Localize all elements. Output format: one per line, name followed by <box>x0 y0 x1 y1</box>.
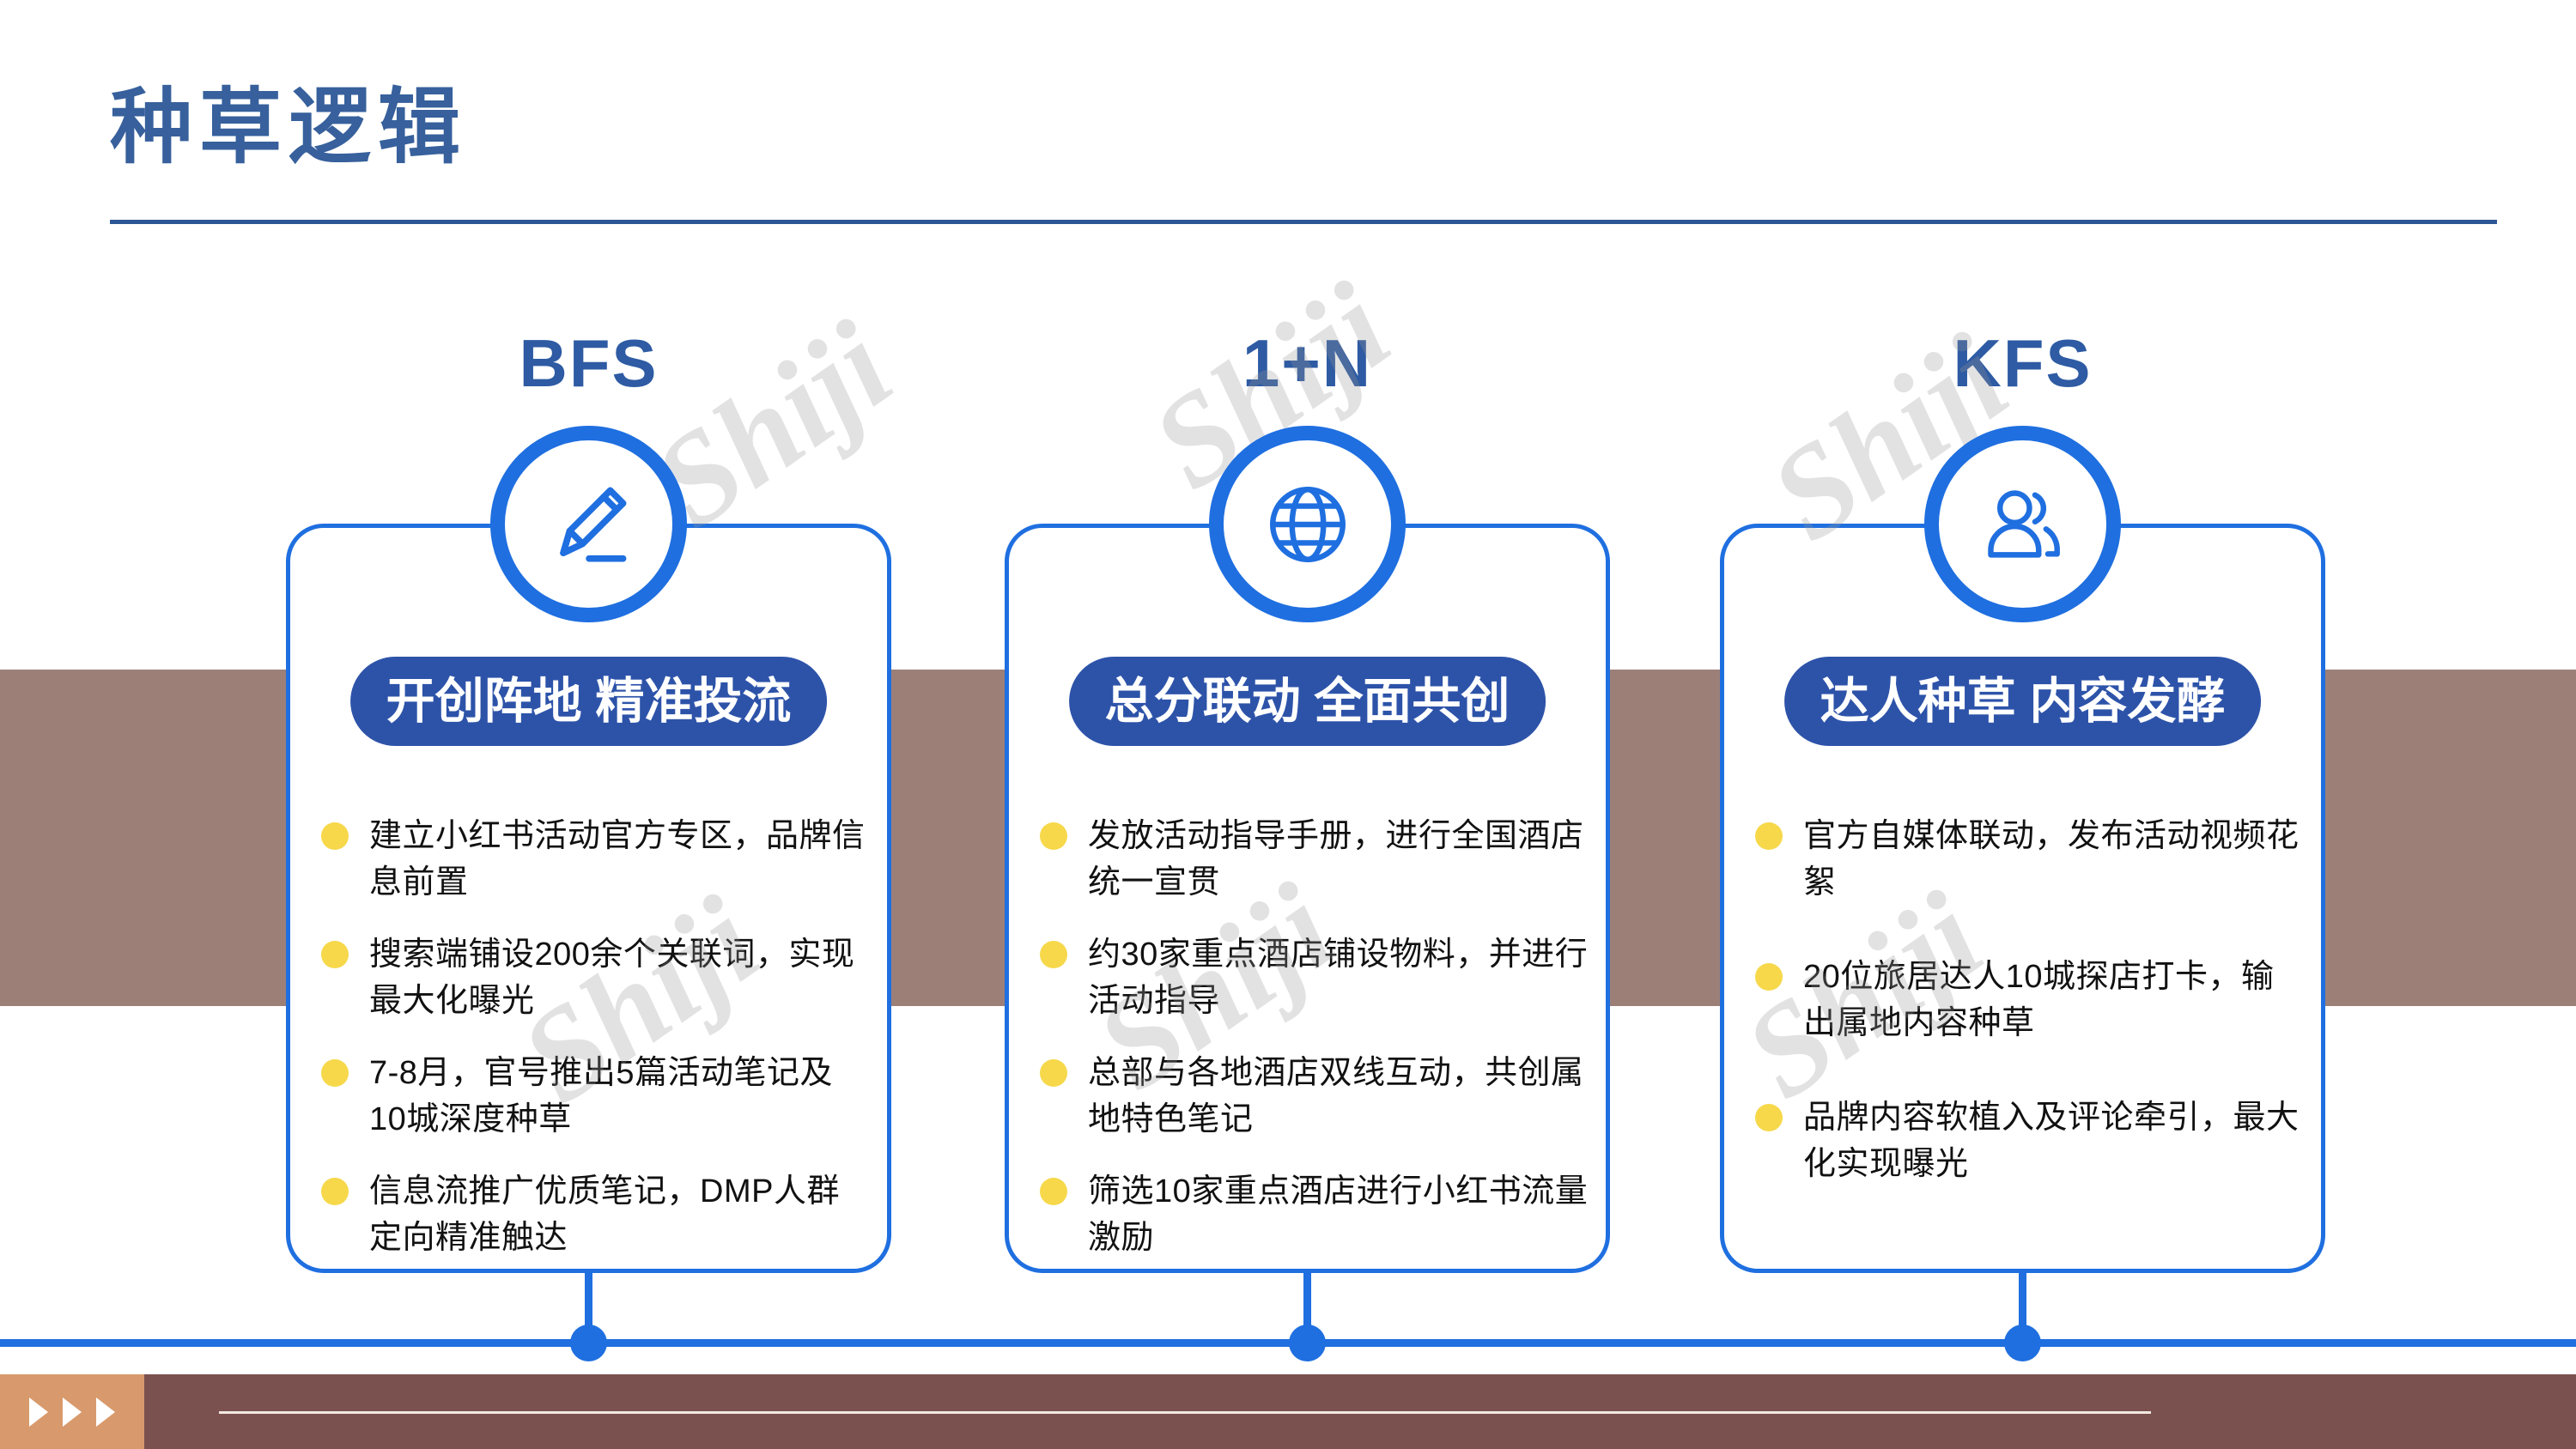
timeline-dot <box>2004 1325 2041 1361</box>
pill-header-bfs: 开创阵地 精准投流 <box>349 657 828 746</box>
icon-circle-kfs <box>1924 426 2121 622</box>
connector-line <box>2019 1273 2026 1343</box>
bullet-text: 7-8月，官号推出5篇活动笔记及10城深度种草 <box>369 1055 834 1137</box>
list-item: 品牌内容软植入及评论牵引，最大化实现曝光 <box>1748 1094 2304 1187</box>
card-bfs: 开创阵地 精准投流 建立小红书活动官方专区，品牌信息前置 搜索端铺设200余个关… <box>286 524 891 1273</box>
list-item: 搜索端铺设200余个关联词，实现最大化曝光 <box>314 931 870 1024</box>
bullet-dot <box>1755 1104 1783 1131</box>
pill-header-kfs: 达人种草 内容发酵 <box>1783 657 2262 746</box>
bullet-text: 信息流推广优质笔记，DMP人群定向精准触达 <box>369 1173 840 1256</box>
list-item: 发放活动指导手册，进行全国酒店统一宣贯 <box>1033 813 1589 906</box>
bullet-text: 建立小红书活动官方专区，品牌信息前置 <box>369 818 866 900</box>
bullet-text: 品牌内容软植入及评论牵引，最大化实现曝光 <box>1803 1100 2300 1182</box>
pencil-icon <box>538 474 640 575</box>
timeline-dot <box>1289 1325 1326 1361</box>
list-item: 信息流推广优质笔记，DMP人群定向精准触达 <box>314 1168 870 1261</box>
bullet-text: 筛选10家重点酒店进行小红书流量激励 <box>1088 1173 1589 1256</box>
arrow-right-icon <box>63 1397 82 1427</box>
card-1n: 总分联动 全面共创 发放活动指导手册，进行全国酒店统一宣贯 约30家重点酒店铺设… <box>1005 524 1610 1273</box>
bullet-list-bfs: 建立小红书活动官方专区，品牌信息前置 搜索端铺设200余个关联词，实现最大化曝光… <box>314 813 870 1287</box>
list-item: 7-8月，官号推出5篇活动笔记及10城深度种草 <box>314 1050 870 1143</box>
list-item: 建立小红书活动官方专区，品牌信息前置 <box>314 813 870 906</box>
bullet-dot <box>1040 1059 1067 1087</box>
globe-icon <box>1257 474 1358 575</box>
bullet-dot <box>321 1059 349 1087</box>
bullet-dot <box>1040 1178 1067 1205</box>
pill-header-1n: 总分联动 全面共创 <box>1068 657 1546 746</box>
bullet-text: 约30家重点酒店铺设物料，并进行活动指导 <box>1088 937 1589 1019</box>
bullet-dot <box>1040 941 1067 968</box>
arrow-right-icon <box>96 1397 115 1427</box>
list-item: 筛选10家重点酒店进行小红书流量激励 <box>1033 1168 1589 1261</box>
footer-bar <box>0 1374 2576 1449</box>
column-heading-kfs: KFS <box>1953 325 2093 401</box>
bullet-dot <box>1040 822 1067 850</box>
card-kfs: 达人种草 内容发酵 官方自媒体联动，发布活动视频花絮 20位旅居达人10城探店打… <box>1720 524 2325 1273</box>
column-heading-1n: 1+N <box>1242 325 1373 401</box>
bullet-text: 官方自媒体联动，发布活动视频花絮 <box>1803 818 2300 900</box>
bullet-list-kfs: 官方自媒体联动，发布活动视频花絮 20位旅居达人10城探店打卡，输出属地内容种草… <box>1748 813 2304 1235</box>
title-divider <box>110 220 2497 224</box>
bullet-dot <box>1755 963 1783 991</box>
arrow-right-icon <box>29 1397 48 1427</box>
list-item: 20位旅居达人10城探店打卡，输出属地内容种草 <box>1748 954 2304 1046</box>
icon-circle-1n <box>1209 426 1406 622</box>
list-item: 约30家重点酒店铺设物料，并进行活动指导 <box>1033 931 1589 1024</box>
column-heading-bfs: BFS <box>519 325 659 401</box>
connector-line <box>1303 1273 1311 1343</box>
icon-circle-bfs <box>490 426 687 622</box>
bullet-dot <box>1755 822 1783 850</box>
footer-divider-line <box>219 1411 2151 1414</box>
bullet-text: 搜索端铺设200余个关联词，实现最大化曝光 <box>369 937 855 1019</box>
list-item: 官方自媒体联动，发布活动视频花絮 <box>1748 813 2304 906</box>
footer-arrows-block[interactable] <box>0 1374 144 1449</box>
list-item: 总部与各地酒店双线互动，共创属地特色笔记 <box>1033 1050 1589 1143</box>
timeline-line <box>0 1339 2576 1347</box>
bullet-list-1n: 发放活动指导手册，进行全国酒店统一宣贯 约30家重点酒店铺设物料，并进行活动指导… <box>1033 813 1589 1287</box>
page-title: 种草逻辑 <box>110 82 467 173</box>
bullet-dot <box>321 822 349 850</box>
timeline-dot <box>570 1325 607 1361</box>
bullet-dot <box>321 1178 349 1205</box>
bullet-dot <box>321 941 349 968</box>
connector-line <box>585 1273 592 1343</box>
bullet-text: 发放活动指导手册，进行全国酒店统一宣贯 <box>1088 818 1584 900</box>
people-icon <box>1972 474 2074 575</box>
bullet-text: 总部与各地酒店双线互动，共创属地特色笔记 <box>1088 1055 1584 1137</box>
bullet-text: 20位旅居达人10城探店打卡，输出属地内容种草 <box>1803 959 2275 1041</box>
